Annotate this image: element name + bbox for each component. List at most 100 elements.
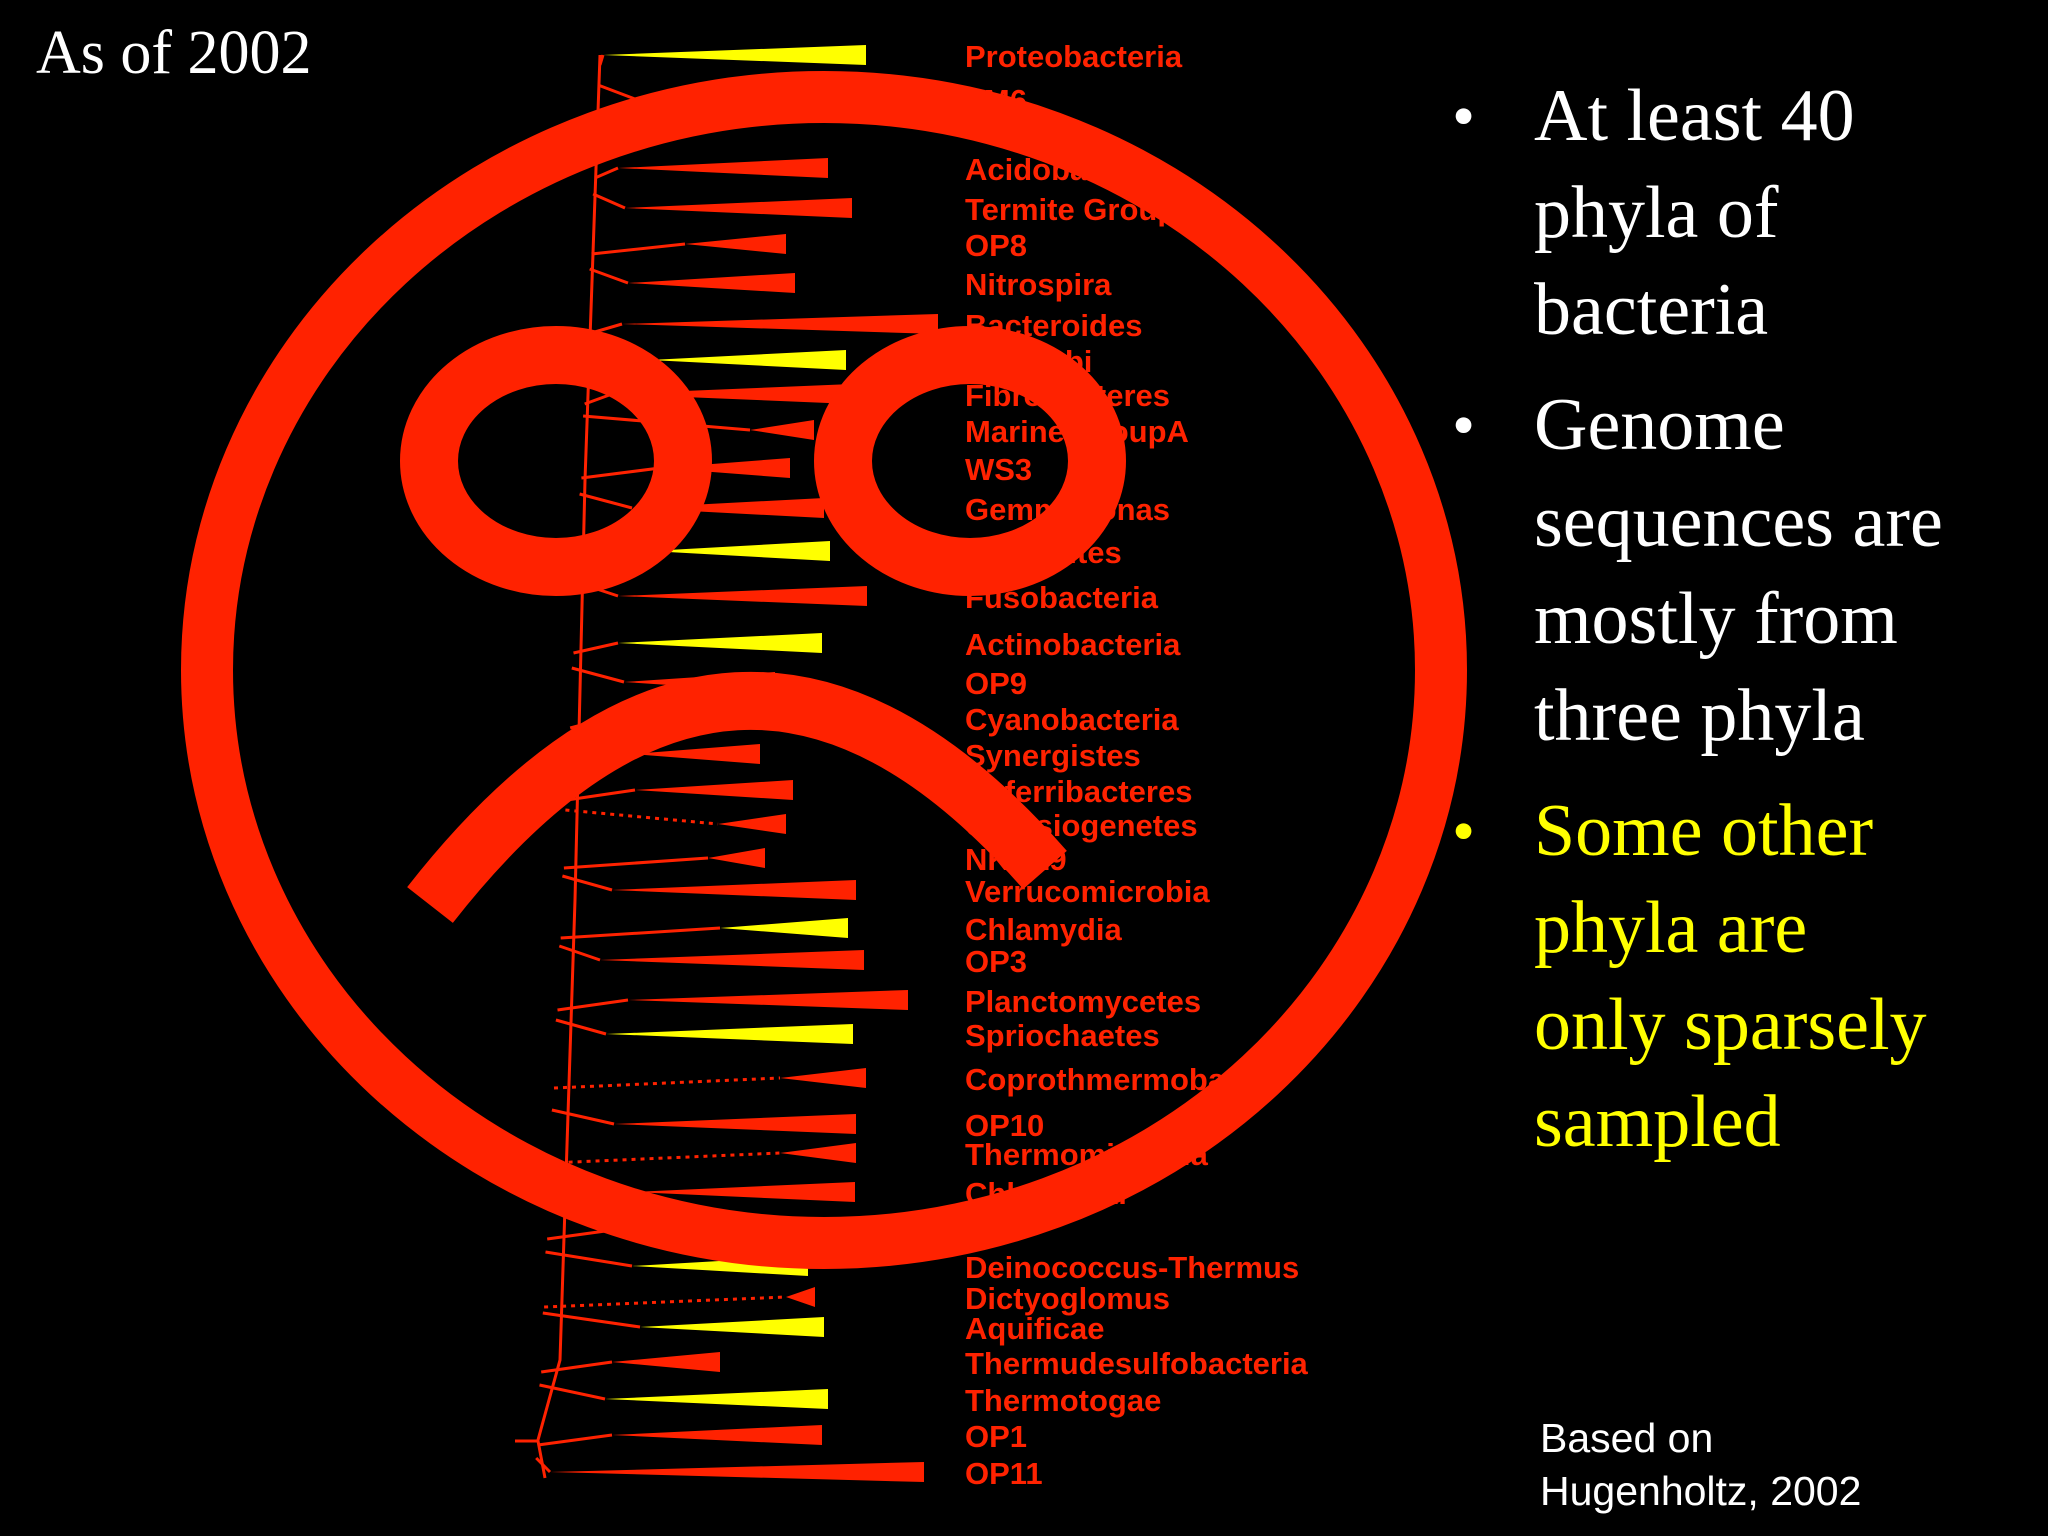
tree-branch <box>555 1018 607 1036</box>
phylum-wedge <box>750 420 814 440</box>
bullet-dot-icon: • <box>1452 795 1476 868</box>
phylum-wedge <box>612 384 852 404</box>
phylum-label: OP10 <box>965 1108 1044 1143</box>
bullet-line: phyla of <box>1534 172 1779 254</box>
tree-branch <box>557 998 629 1012</box>
tree-branch <box>565 808 719 826</box>
phylum-wedge <box>612 880 856 900</box>
phylum-wedge <box>635 780 793 800</box>
phylum-label: Actinobacteria <box>965 627 1181 662</box>
bullet-line: Some other <box>1534 790 1874 872</box>
phylum-label: Proteobacteria <box>965 39 1183 74</box>
phylum-label: Deinococcus-Thermus <box>965 1250 1299 1285</box>
phylum-label: OP3 <box>965 944 1027 979</box>
tree-branch <box>545 1250 633 1268</box>
phylum-wedge <box>708 848 765 868</box>
sequenced-phylum-wedge <box>640 1317 824 1337</box>
face-outline <box>181 71 1467 1269</box>
phylum-label: WS3 <box>965 452 1032 487</box>
bullet-line: sequences are <box>1534 481 1943 563</box>
sequenced-phylum-wedge <box>605 1389 828 1409</box>
bullet-line: mostly from <box>1534 578 1898 660</box>
tree-branch <box>540 1360 613 1374</box>
tree-branch <box>592 192 626 210</box>
phylum-wedge <box>780 1068 866 1088</box>
phylum-wedge <box>628 273 795 293</box>
phylum-wedge <box>612 1352 720 1372</box>
bullet-item-genome-sequences: • Genome sequences are mostly from three… <box>1450 377 2030 765</box>
bullet-line: phyla are <box>1534 887 1808 969</box>
phylum-wedge <box>632 744 760 764</box>
sequenced-phylum-wedge <box>606 1024 853 1044</box>
phylum-wedge <box>622 314 938 334</box>
tree-branch <box>537 1433 613 1447</box>
frown-mouth <box>407 671 1067 923</box>
phylum-wedge <box>612 1425 822 1445</box>
bullet-list: • At least 40 phyla of bacteria • Genome… <box>1450 68 2030 1189</box>
phylum-wedge <box>632 498 824 518</box>
tree-branch <box>579 492 633 510</box>
sequenced-phylum-wedge <box>650 541 830 561</box>
phylum-label: OP9 <box>965 666 1027 701</box>
phylum-wedge <box>632 1182 855 1202</box>
phylum-wedge <box>718 814 786 834</box>
tree-branch <box>560 926 721 940</box>
bullet-line: At least 40 <box>1534 75 1855 157</box>
phylum-wedge <box>618 586 867 606</box>
tree-branch <box>542 1311 641 1329</box>
phylum-wedge <box>685 234 786 254</box>
phylum-wedge <box>618 158 828 178</box>
tree-branch <box>566 788 636 802</box>
sequenced-phylum-wedge <box>720 918 848 938</box>
phylum-label: Thermudesulfobacteria <box>965 1346 1309 1381</box>
tree-branch <box>571 666 625 684</box>
tree-branch <box>558 944 601 962</box>
tree-branch <box>573 641 619 655</box>
bullet-dot-icon: • <box>1452 389 1476 462</box>
phylum-wedge <box>614 1114 856 1134</box>
phylum-wedge <box>786 1287 815 1307</box>
sequenced-phylum-wedge <box>650 350 846 370</box>
tree-branch <box>598 54 605 66</box>
bullet-line: three phyla <box>1534 675 1865 757</box>
tree-branch <box>581 466 661 480</box>
tree-branch <box>584 392 613 406</box>
tree-branch <box>597 83 636 101</box>
phylum-label: Nitrospira <box>965 267 1112 302</box>
phylum-label: OP1 <box>965 1419 1027 1454</box>
bullet-line: Genome <box>1534 384 1785 466</box>
bullet-line: only sparsely <box>1534 984 1927 1066</box>
phylum-label: OP11 <box>965 1456 1043 1491</box>
phylum-label: Verrucomicrobia <box>965 874 1210 909</box>
bullet-dot-icon: • <box>1452 80 1476 153</box>
tree-branch <box>535 1456 552 1474</box>
tree-branch <box>550 1151 781 1165</box>
tree-branch <box>561 874 613 892</box>
phylum-wedge <box>628 990 908 1010</box>
tree-branch <box>589 267 629 285</box>
tree-branch <box>539 1383 606 1401</box>
phylum-label: OP8 <box>965 228 1027 263</box>
date-label: As of 2002 <box>36 19 312 87</box>
tree-branch <box>591 242 686 256</box>
phylum-wedge <box>625 198 852 218</box>
phylum-wedge <box>780 1143 856 1163</box>
phylum-label: Chlamydia <box>965 912 1123 947</box>
right-eye <box>814 326 1126 596</box>
citation-line-1: Based on <box>1540 1415 1714 1461</box>
phylum-wedge <box>600 950 864 970</box>
tree-branch <box>551 1108 615 1126</box>
bullet-item-phyla-count: • At least 40 phyla of bacteria <box>1450 68 2030 359</box>
phylum-label: Spriochaetes <box>965 1018 1160 1053</box>
phylum-wedge <box>550 1462 924 1482</box>
phylum-label: Thermotogae <box>965 1383 1161 1418</box>
tree-branch <box>553 1076 781 1090</box>
bullet-line: sampled <box>1534 1081 1781 1163</box>
tree-branch <box>594 166 619 180</box>
phylum-label: Planctomycetes <box>965 984 1201 1019</box>
tree-branch <box>544 1295 787 1309</box>
